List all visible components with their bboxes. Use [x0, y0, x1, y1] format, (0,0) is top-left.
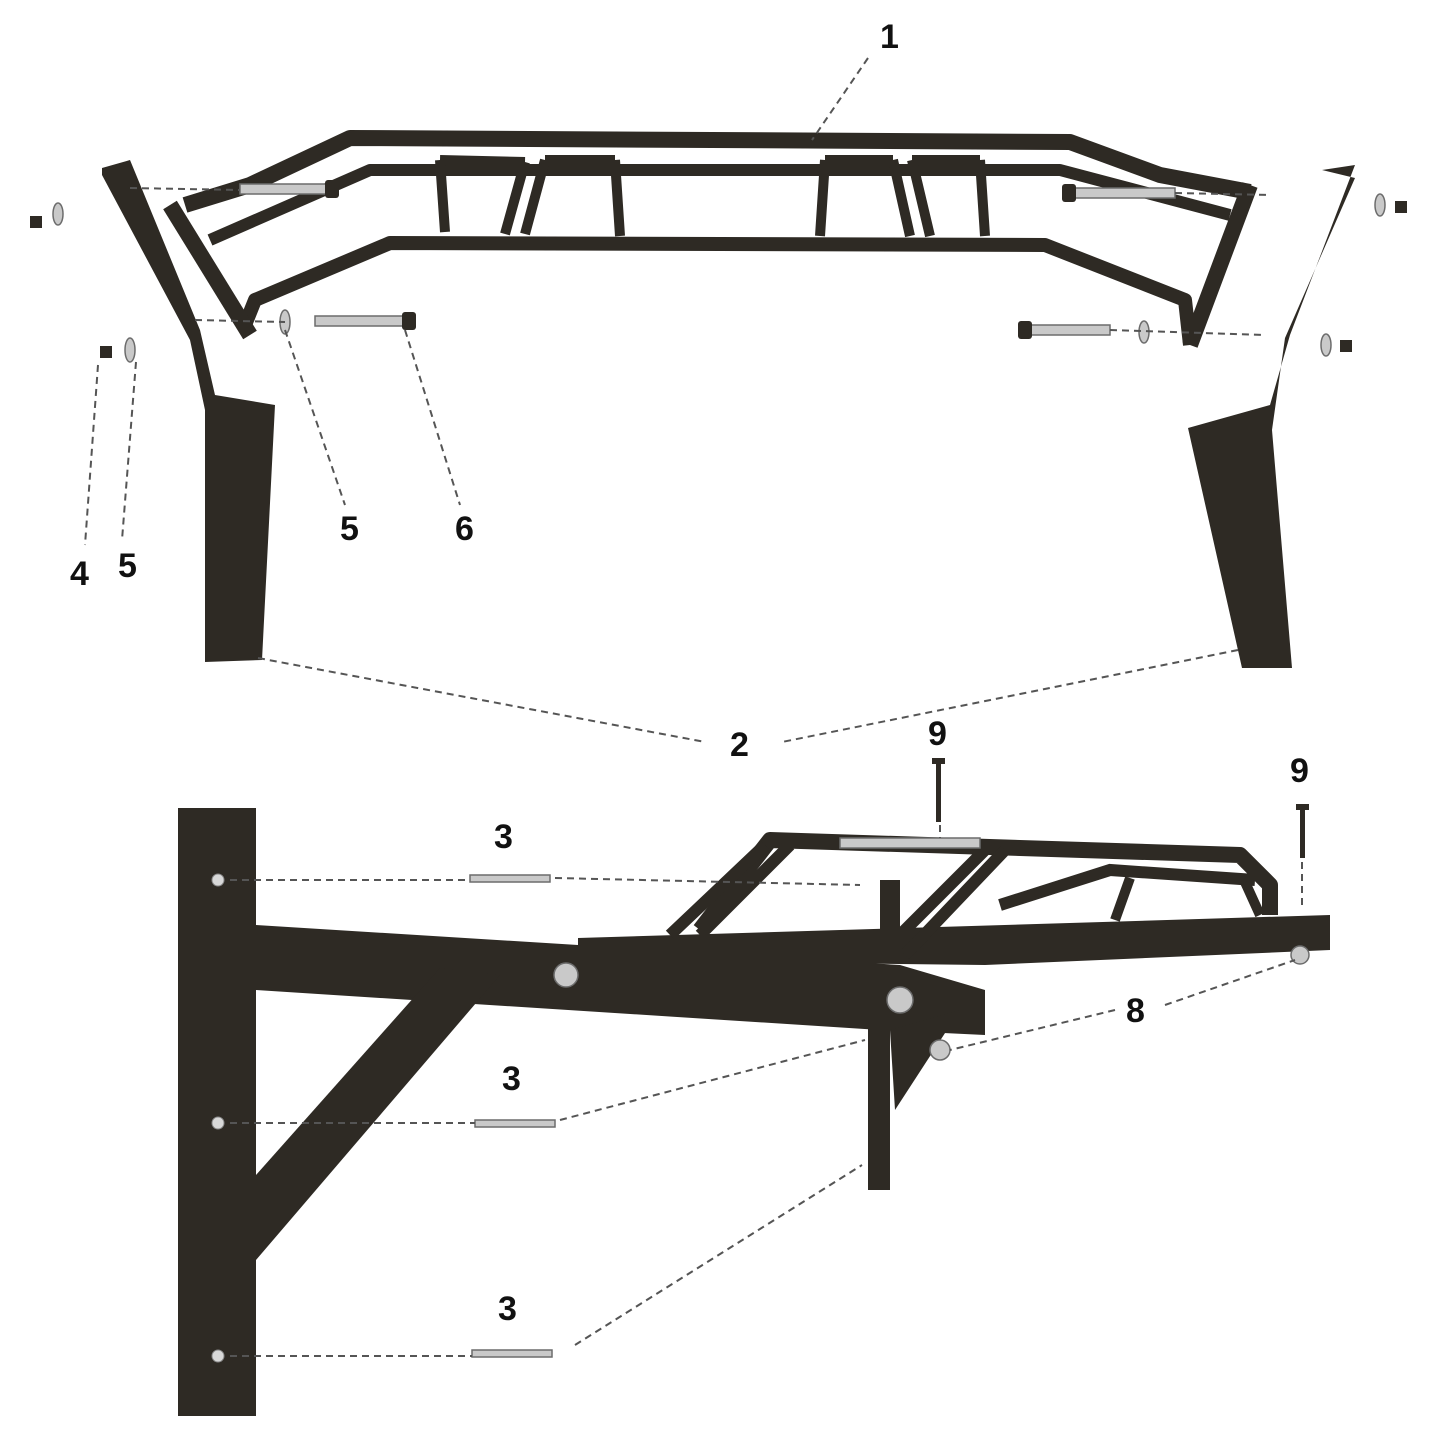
leader-8b	[1164, 959, 1296, 1006]
leader-1	[811, 57, 869, 141]
callout-3-top: 3	[494, 818, 513, 856]
leader-5-left	[121, 361, 137, 541]
callout-9-right: 9	[1290, 752, 1309, 790]
bolt-part-6	[314, 312, 416, 330]
leader-4	[84, 364, 99, 546]
washer-lower-right	[1138, 320, 1352, 357]
wall-bracket-side-view	[178, 808, 985, 1416]
callout-9-left: 9	[928, 715, 947, 753]
callout-3-bottom: 3	[498, 1290, 517, 1328]
callout-2: 2	[730, 726, 749, 764]
callout-6: 6	[455, 510, 474, 548]
callout-5-left: 5	[118, 547, 137, 585]
leader-6	[404, 329, 461, 506]
wall-bracket-right	[1188, 165, 1355, 668]
callout-8: 8	[1126, 992, 1145, 1030]
washer-part-5-outer	[124, 337, 136, 363]
anchor-bolt-3b	[474, 1119, 556, 1128]
anchor-bolt-3c	[471, 1349, 553, 1358]
leader-8a	[949, 1009, 1116, 1051]
pin-9a	[932, 758, 945, 822]
callout-5-inner: 5	[340, 510, 359, 548]
leader-2-left	[257, 657, 706, 743]
pull-up-bar-side-view	[553, 832, 1330, 1061]
wall-bracket-left	[102, 160, 275, 662]
nut-part-4	[100, 346, 112, 358]
pin-9b	[1296, 804, 1309, 858]
anchor-bolt-3a	[469, 874, 551, 883]
callout-4: 4	[70, 555, 89, 593]
washer-top-right	[1374, 193, 1407, 217]
leader-2-right	[781, 649, 1239, 743]
leader-5-inner	[284, 329, 346, 506]
bolt-lower-right	[1018, 321, 1111, 339]
pull-up-bar-part-1	[163, 130, 1258, 348]
washer-top-left	[30, 202, 64, 228]
callout-1: 1	[880, 18, 899, 56]
callout-3-middle: 3	[502, 1060, 521, 1098]
